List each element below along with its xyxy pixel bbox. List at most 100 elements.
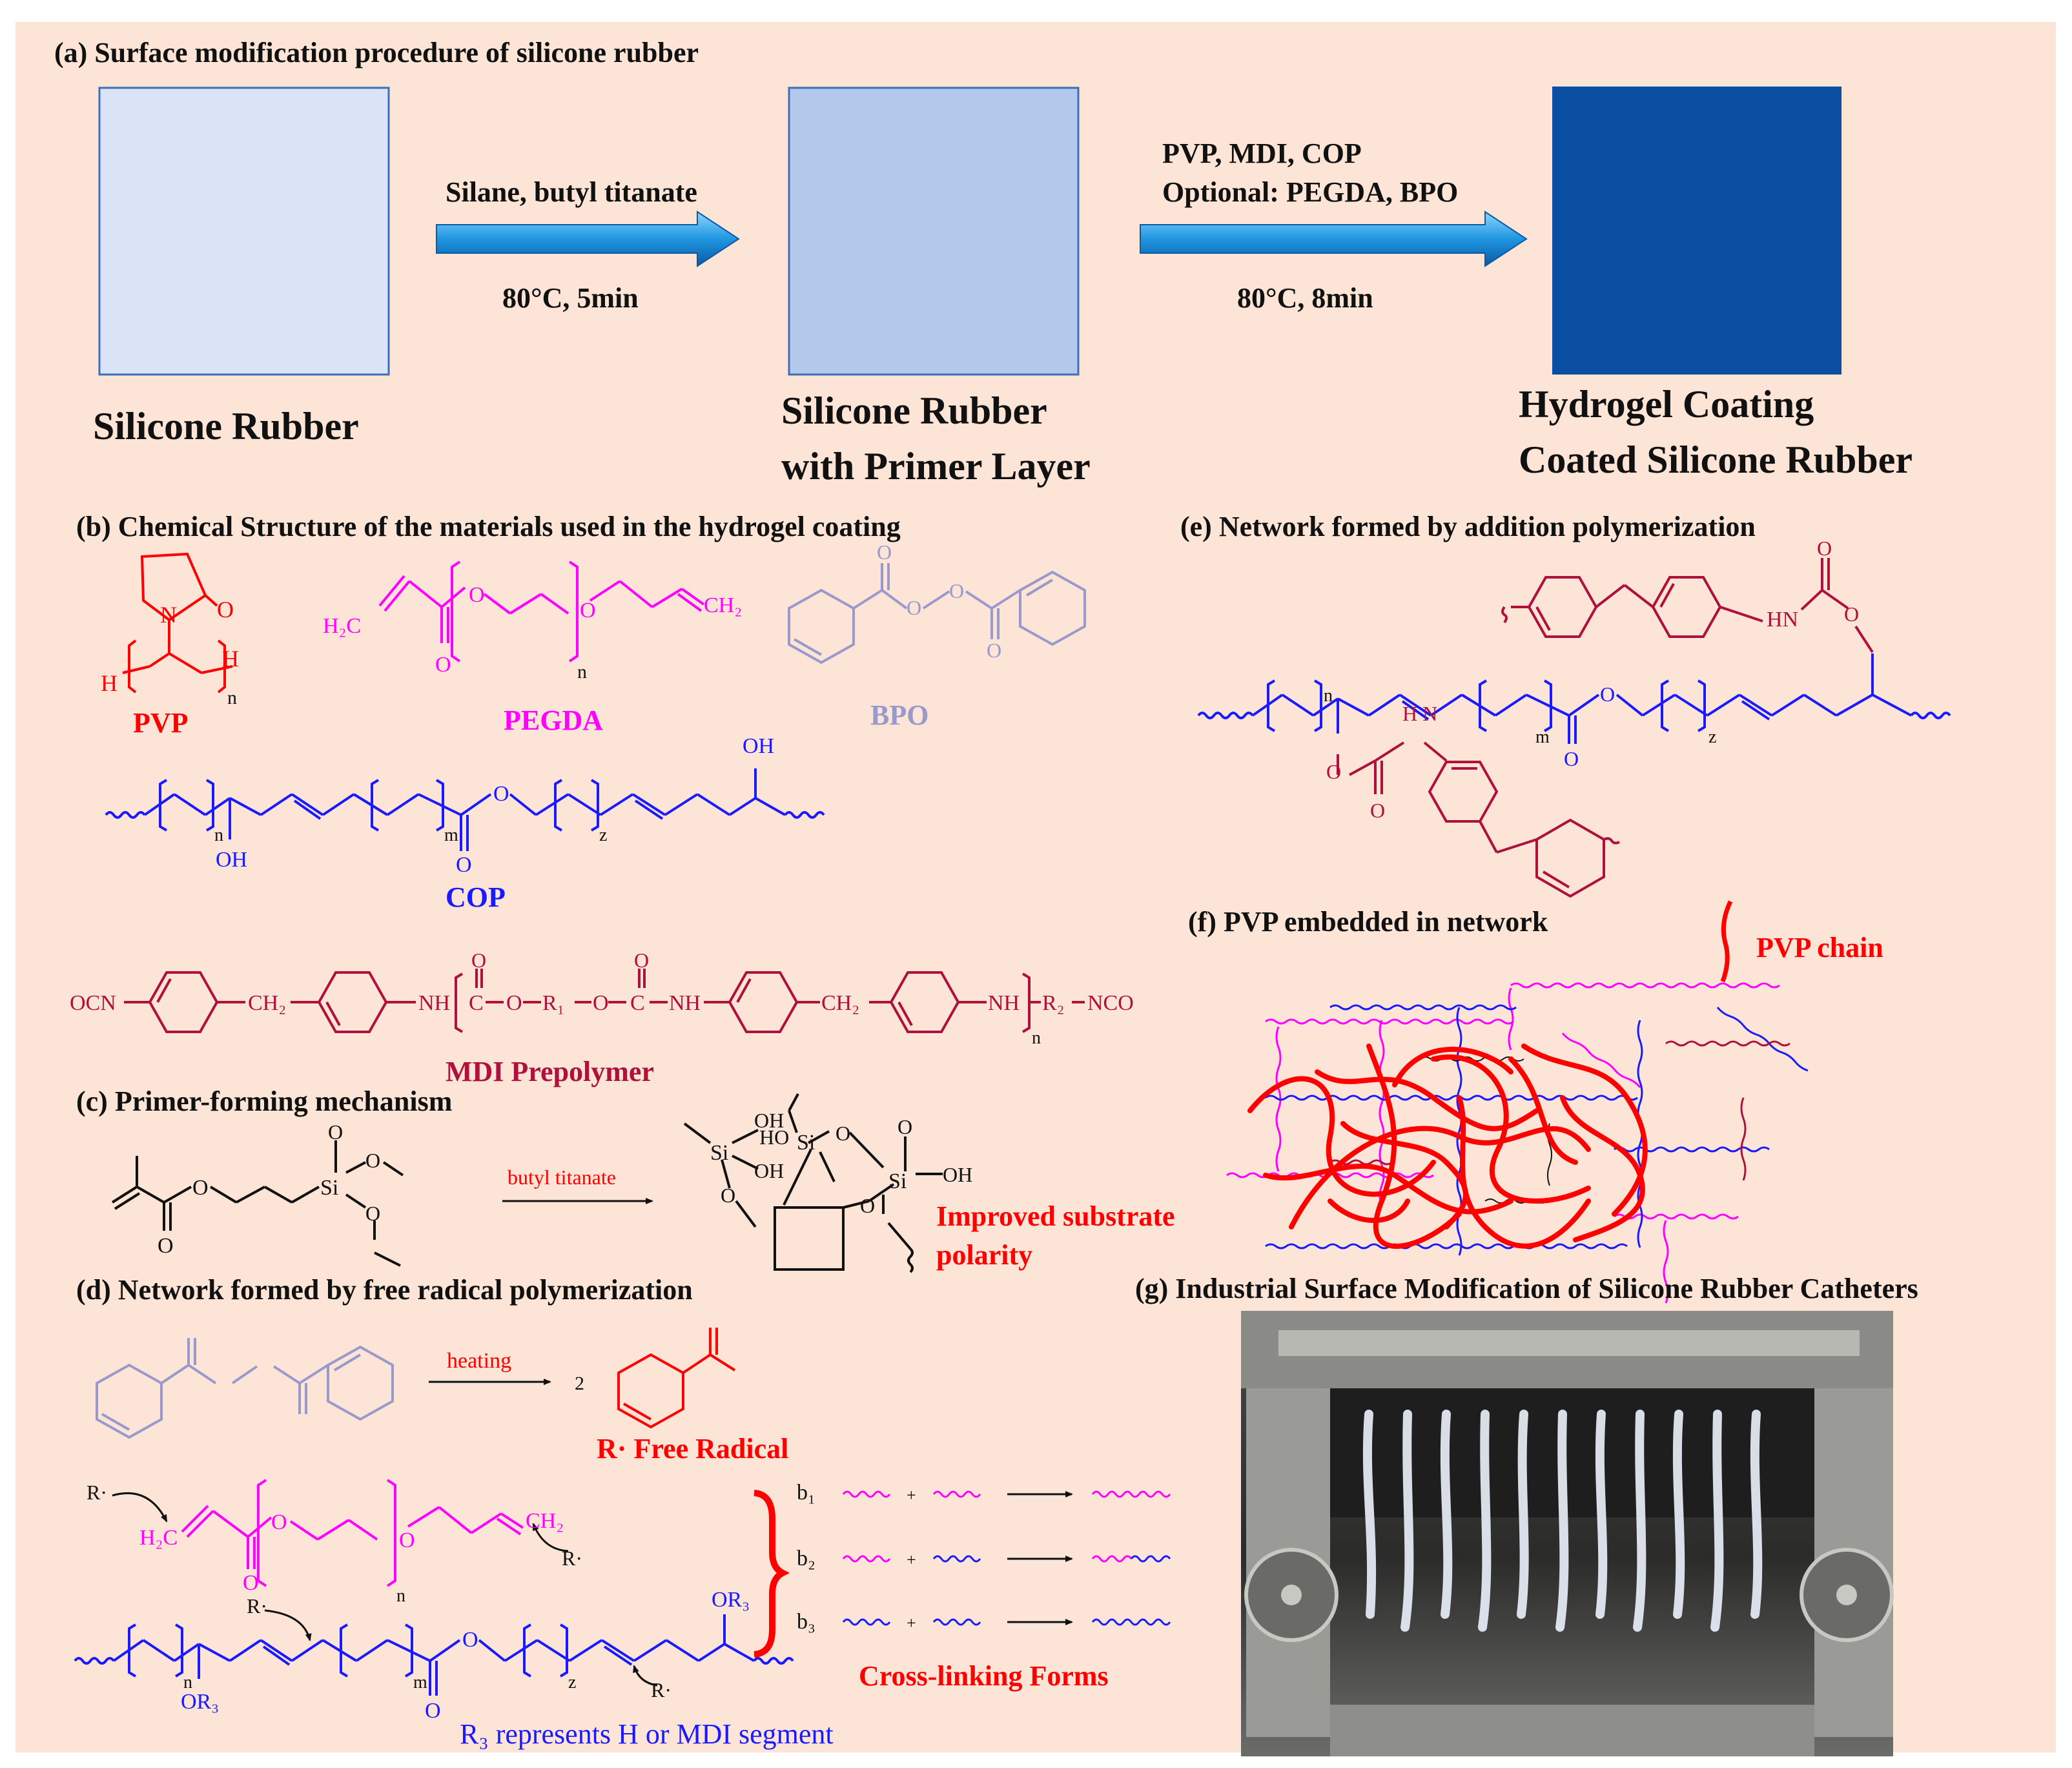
cop-o-ester: O bbox=[493, 782, 509, 806]
panel-g: (g) Industrial Surface Modification of S… bbox=[1135, 1273, 1918, 1756]
e-o-bottom1: O bbox=[1326, 760, 1341, 783]
mdi-nh-2: NH bbox=[669, 991, 701, 1015]
plus-1: + bbox=[907, 1486, 916, 1505]
cop-oh-bottom: OH bbox=[216, 848, 247, 872]
panel-f: (f) PVP embedded in network PVP chain bbox=[1188, 900, 1883, 1304]
e-sub-n: n bbox=[1324, 686, 1333, 706]
radical-attack-arrow-4 bbox=[633, 1665, 658, 1687]
crosslink-label: Cross-linking Forms bbox=[859, 1660, 1109, 1692]
primer-network-structure bbox=[683, 1093, 943, 1273]
mdi-segment-bottom bbox=[1337, 741, 1620, 898]
mdi-c-2: C bbox=[630, 991, 645, 1015]
pegda-sub-n: n bbox=[577, 661, 587, 683]
e-nh: H N bbox=[1402, 702, 1437, 725]
primer-ho: HO bbox=[759, 1126, 789, 1149]
b3-label: b₃ bbox=[797, 1610, 815, 1634]
mdi-o-1: O bbox=[471, 949, 486, 972]
mdi-nco: NCO bbox=[1087, 991, 1134, 1015]
bpo-o2: O bbox=[907, 596, 921, 619]
primer-si-3: Si bbox=[888, 1169, 907, 1193]
e-o-top2: O bbox=[1844, 602, 1859, 626]
r3-note: R₃ represents H or MDI segment bbox=[460, 1718, 834, 1750]
cop-sub-z: z bbox=[599, 825, 607, 845]
mdi-sub-n: n bbox=[1032, 1028, 1041, 1048]
label-silicone-rubber: Silicone Rubber bbox=[93, 405, 359, 447]
mdi-c-1: C bbox=[469, 991, 484, 1015]
pvp-chain-legend bbox=[1720, 900, 1733, 983]
cop-e-backbone bbox=[1197, 653, 1951, 744]
pegda-d-r1: R· bbox=[87, 1481, 107, 1504]
radical-attack-arrow-2 bbox=[532, 1523, 569, 1552]
step2-conditions: 80°C, 8min bbox=[1237, 282, 1373, 314]
pegda-structure bbox=[378, 560, 705, 663]
crosslink-b3-row bbox=[842, 1618, 1171, 1626]
crosslink-b1-row bbox=[842, 1490, 1171, 1498]
pvp-atom-o: O bbox=[217, 597, 234, 622]
step2-reagents-line2: Optional: PEGDA, BPO bbox=[1162, 176, 1458, 208]
primer-o-4: O bbox=[860, 1194, 875, 1217]
cop-sub-m: m bbox=[444, 825, 458, 845]
cop-d-sub-m: m bbox=[413, 1672, 427, 1692]
primer-improved-line1: Improved substrate bbox=[936, 1200, 1175, 1232]
primer-oh-2: OH bbox=[754, 1159, 784, 1182]
cop-o-carbonyl: O bbox=[456, 853, 472, 877]
mdi-name: MDI Prepolymer bbox=[446, 1056, 654, 1087]
panel-e: (e) Network formed by addition polymeriz… bbox=[1180, 511, 1951, 898]
pegda-o1: O bbox=[469, 583, 485, 607]
step2-reagents-line1: PVP, MDI, COP bbox=[1162, 138, 1362, 169]
cop-d-o-ester: O bbox=[462, 1628, 478, 1652]
mdi-o-3: O bbox=[593, 991, 609, 1015]
mdi-segment-top bbox=[1501, 558, 1874, 653]
mdi-r1: R₁ bbox=[542, 991, 565, 1015]
pegda-d-o1: O bbox=[271, 1510, 287, 1534]
mdi-nh-1: NH bbox=[418, 991, 450, 1015]
plus-2: + bbox=[907, 1550, 916, 1569]
label-coated-line1: Hydrogel Coating bbox=[1519, 383, 1814, 426]
silane-o-carbonyl: O bbox=[158, 1234, 174, 1258]
radical-coef: 2 bbox=[575, 1373, 584, 1394]
label-coated-line2: Coated Silicone Rubber bbox=[1519, 438, 1913, 481]
cop-d-o-carbonyl: O bbox=[425, 1699, 441, 1723]
radical-attack-arrow-1 bbox=[112, 1492, 168, 1523]
pegda-name: PEGDA bbox=[504, 704, 603, 736]
primer-o-1: O bbox=[721, 1184, 735, 1207]
primer-oh-1: OH bbox=[754, 1109, 784, 1132]
pvp-chains bbox=[1247, 1043, 1648, 1249]
pegda-d-r2: R· bbox=[562, 1547, 582, 1570]
silicone-rubber-square bbox=[98, 87, 390, 376]
cop-d-or3-top: OR₃ bbox=[712, 1588, 750, 1612]
step1-arrow bbox=[436, 211, 740, 267]
mdi-ch2-2: CH₂ bbox=[821, 991, 859, 1015]
panel-c: (c) Primer-forming mechanism O O Si O O … bbox=[76, 1085, 1175, 1273]
bpo-o4: O bbox=[987, 639, 1001, 662]
pvp-atom-n: N bbox=[160, 602, 177, 628]
e-o-bottom2: O bbox=[1370, 799, 1385, 822]
b2-label: b₂ bbox=[797, 1547, 815, 1570]
primer-oh-3: OH bbox=[943, 1163, 972, 1186]
e-hn: HN bbox=[1767, 608, 1798, 632]
silane-o-right: O bbox=[365, 1149, 380, 1172]
pegda-h2c: H₂C bbox=[323, 614, 361, 638]
coated-rubber-square bbox=[1552, 87, 1841, 375]
pvp-atom-h-right: H bbox=[222, 646, 239, 672]
pegda-o3: O bbox=[580, 599, 596, 622]
panel-d-title: (d) Network formed by free radical polym… bbox=[76, 1274, 693, 1306]
pvp-sub-n: n bbox=[227, 687, 237, 708]
pegda-d-ch2: CH₂ bbox=[526, 1509, 564, 1533]
primer-improved-line2: polarity bbox=[936, 1239, 1032, 1271]
label-primer-line2: with Primer Layer bbox=[781, 445, 1091, 488]
pvp-atom-h-left: H bbox=[101, 670, 118, 696]
pegda-d-h2c: H₂C bbox=[139, 1526, 178, 1550]
cop-name: COP bbox=[446, 881, 506, 913]
pvp-name: PVP bbox=[133, 707, 189, 739]
plus-3: + bbox=[907, 1614, 916, 1632]
cop-structure bbox=[105, 768, 825, 851]
bpo-o1: O bbox=[877, 540, 892, 564]
cop-d-or3-bottom: OR₃ bbox=[181, 1690, 219, 1714]
radical-label: R· Free Radical bbox=[597, 1433, 788, 1465]
primer-si-2: Si bbox=[797, 1131, 815, 1155]
mdi-o-2: O bbox=[506, 991, 522, 1015]
primer-catalyst: butyl titanate bbox=[508, 1166, 616, 1189]
mdi-o-4: O bbox=[634, 949, 649, 972]
bpo-d-structure bbox=[96, 1338, 394, 1439]
